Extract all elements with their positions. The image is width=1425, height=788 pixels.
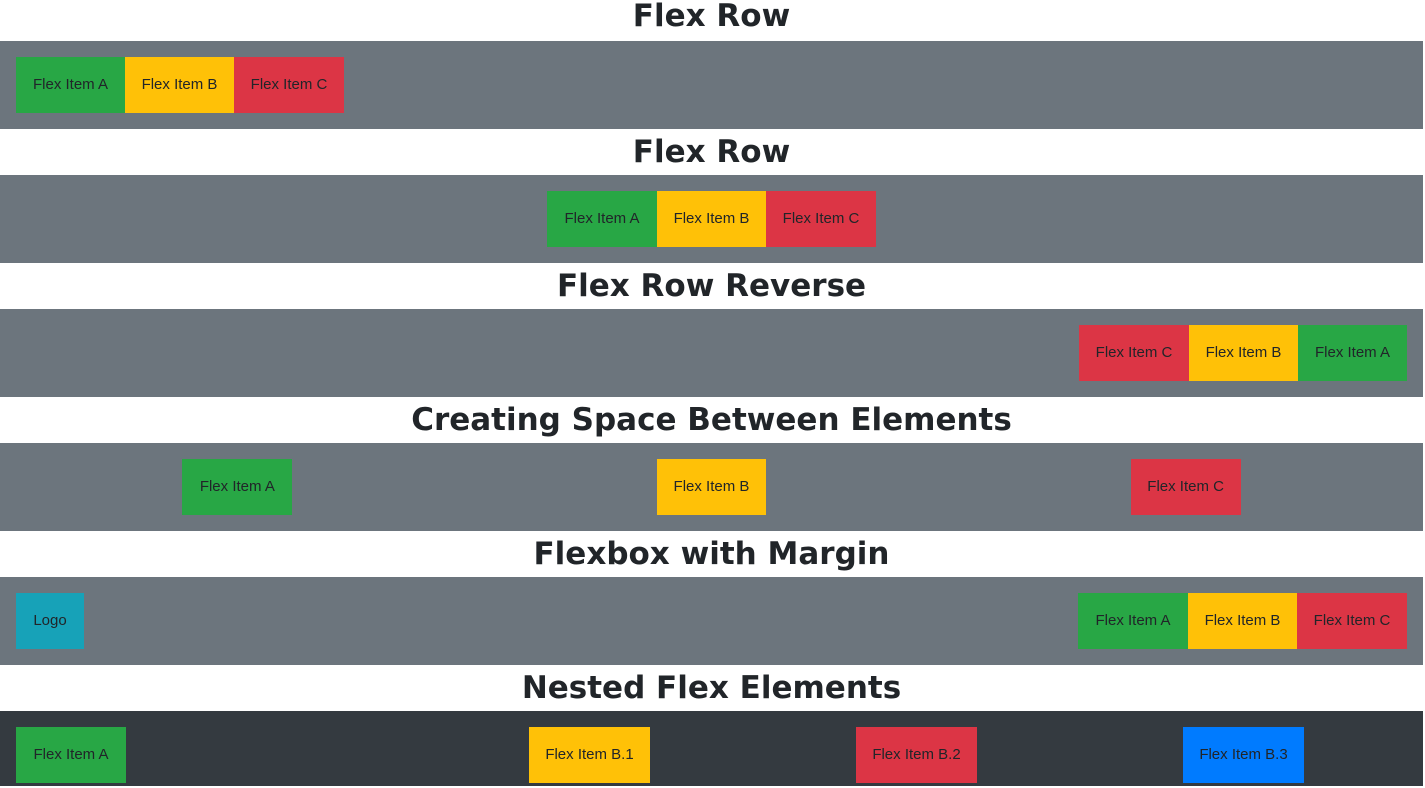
flex-item-b: Flex Item B	[1188, 593, 1297, 649]
flex-item-b3: Flex Item B.3	[1183, 727, 1304, 783]
space-around-container: Flex Item A Flex Item B Flex Item C	[0, 443, 1423, 531]
logo: Logo	[16, 593, 84, 649]
flex-item-c: Flex Item C	[1079, 325, 1189, 381]
section-title-nested-flex: Nested Flex Elements	[521, 670, 902, 706]
flex-item-b: Flex Item B	[656, 459, 766, 515]
flex-row-reverse-container: Flex Item C Flex Item B Flex Item A	[0, 309, 1423, 397]
flex-item-a: Flex Item A	[182, 459, 293, 515]
nested-flex-group: Flex Item B.1 Flex Item B.2 Flex Item B.…	[126, 727, 1407, 783]
flex-item-a: Flex Item A	[547, 191, 657, 247]
flex-item-c: Flex Item C	[1297, 593, 1407, 649]
flex-item-b2: Flex Item B.2	[856, 727, 977, 783]
flex-row-centered-container: Flex Item A Flex Item B Flex Item C	[0, 175, 1423, 263]
flexbox-margin-container: Logo Flex Item A Flex Item B Flex Item C	[0, 577, 1423, 665]
section-title-flex-row-reverse: Flex Row Reverse	[556, 268, 867, 304]
flex-item-b1: Flex Item B.1	[529, 727, 650, 783]
flex-item-b: Flex Item B	[125, 57, 234, 113]
section-title-flex-row-centered: Flex Row	[632, 134, 791, 170]
section-title-space-between: Creating Space Between Elements	[411, 402, 1012, 438]
nested-flex-container: Flex Item A Flex Item B.1 Flex Item B.2 …	[0, 711, 1423, 786]
section-title-flexbox-margin: Flexbox with Margin	[533, 536, 890, 572]
section-title-flex-row: Flex Row	[632, 0, 791, 34]
flex-item-a: Flex Item A	[1078, 593, 1188, 649]
flex-row-container: Flex Item A Flex Item B Flex Item C	[0, 41, 1423, 129]
flex-item-c: Flex Item C	[766, 191, 876, 247]
flex-item-b: Flex Item B	[1189, 325, 1298, 381]
flex-item-c: Flex Item C	[1130, 459, 1241, 515]
flex-item-b: Flex Item B	[657, 191, 766, 247]
flex-item-a: Flex Item A	[1298, 325, 1407, 381]
flex-item-a: Flex Item A	[16, 727, 126, 783]
flex-item-c: Flex Item C	[234, 57, 344, 113]
flex-item-a: Flex Item A	[16, 57, 125, 113]
